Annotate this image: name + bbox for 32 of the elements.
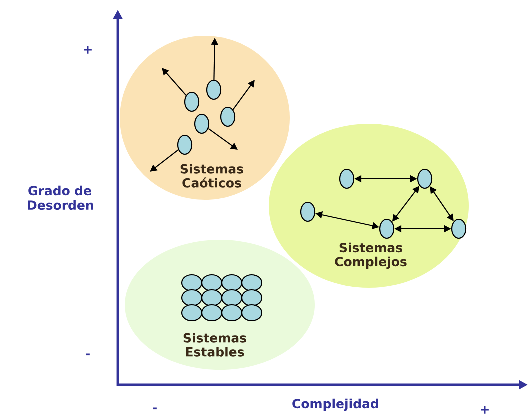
particle-circle	[181, 289, 203, 307]
particle-circle	[300, 202, 316, 222]
particle-circle	[206, 80, 222, 100]
axis-end-label: +	[84, 46, 92, 54]
axis-title: Complejidad	[292, 398, 378, 412]
particle-circle	[221, 304, 243, 322]
particle-circle	[220, 106, 236, 128]
particle-circle	[184, 92, 200, 112]
particle-circle	[241, 304, 263, 322]
particle-circle	[201, 289, 223, 307]
axis-end-label: -	[86, 354, 90, 356]
particle-circle	[177, 134, 193, 156]
axis-end-label: -	[153, 408, 157, 410]
particle-circle	[181, 274, 203, 292]
particle-circle	[201, 274, 223, 292]
arrow	[162, 68, 187, 96]
arrow	[232, 80, 255, 110]
arrow	[150, 150, 179, 172]
axis-title: Grado de Desorden	[28, 186, 94, 210]
particle-circle	[339, 168, 355, 190]
particle-circle	[181, 304, 203, 322]
particle-circle	[241, 289, 263, 307]
particle-circle	[201, 304, 223, 322]
particle-circle	[379, 218, 395, 240]
particle-circle	[417, 168, 433, 190]
particle-circle	[221, 274, 243, 292]
arrow	[208, 128, 238, 150]
particle-circle	[451, 218, 467, 240]
particle-circle	[221, 289, 243, 307]
particle-circle	[241, 274, 263, 292]
particle-circle	[194, 114, 210, 134]
axis-end-label: +	[481, 406, 489, 414]
